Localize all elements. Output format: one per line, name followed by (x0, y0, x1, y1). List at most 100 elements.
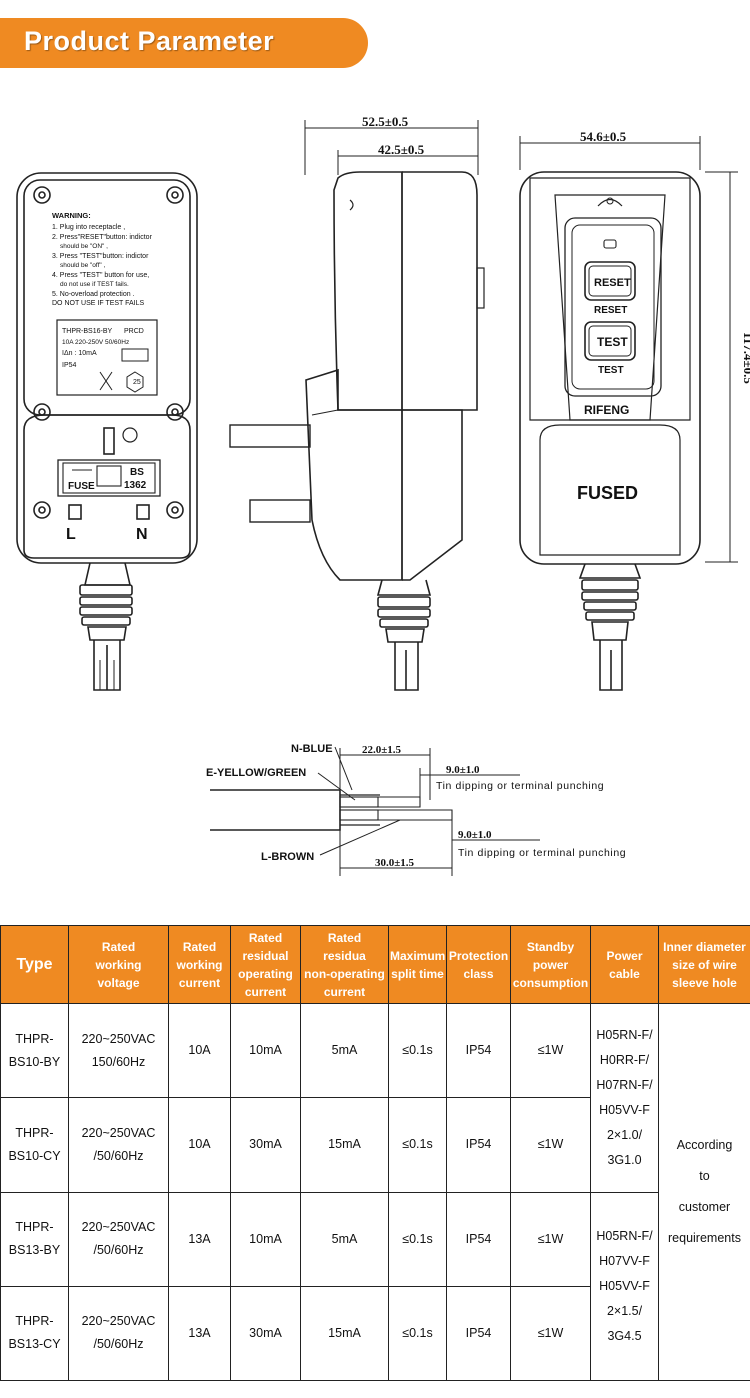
cell-split-time: ≤0.1s (388, 1097, 447, 1193)
wire-labels: N-BLUE E-YELLOW/GREEN L-BROWN 22.0±1.5 9… (206, 743, 626, 869)
back-view (519, 136, 738, 691)
residual-text: IΔn : 10mA (62, 350, 97, 357)
note-top: Tin dipping or terminal punching (436, 780, 604, 792)
dim-9-top: 9.0±1.0 (446, 764, 480, 776)
warning-line: 5. No-overload protection . (52, 291, 135, 298)
cell-residual-op: 30mA (230, 1285, 301, 1382)
warning-line: 3. Press "TEST"button: indictor (52, 253, 149, 260)
warning-line: 1. Plug into receptacle , (52, 224, 125, 231)
e-wire-label: E-YELLOW/GREEN (206, 767, 306, 779)
fuse-label: FUSE (68, 481, 95, 492)
warning-line: should be "off" , (60, 262, 106, 269)
test-caption: TEST (598, 365, 624, 376)
ip-rating: IP54 (62, 362, 77, 369)
cell-protection: IP54 (446, 1285, 511, 1382)
cell-standby: ≤1W (510, 1285, 591, 1382)
rating-text: 10A 220-250V 50/60Hz (62, 339, 129, 346)
fused-label: FUSED (577, 483, 638, 503)
table-row: THPR-BS13-CY 220~250VAC/50/60Hz 13A 30mA… (0, 1285, 750, 1382)
dim-30: 30.0±1.5 (375, 857, 415, 869)
front-view-labels: FUSE BS 1362 L N (66, 467, 148, 543)
cell-type: THPR-BS10-BY (0, 1002, 69, 1099)
bs-code: 1362 (124, 480, 147, 491)
front-view (16, 172, 198, 691)
cell-residual-op: 10mA (230, 1191, 301, 1287)
cell-current: 10A (168, 1097, 231, 1193)
cell-voltage: 220~250VAC/50/60Hz (68, 1191, 169, 1287)
bs-label: BS (130, 467, 144, 478)
technical-drawing: WARNING: 1. Plug into receptacle , 2. Pr… (16, 114, 750, 876)
note-bottom: Tin dipping or terminal punching (458, 847, 626, 859)
dim-height: 117.4±0.5 (741, 332, 750, 384)
cell-residual-nonop: 5mA (300, 1002, 389, 1099)
cell-split-time: ≤0.1s (388, 1191, 447, 1287)
cell-type: THPR-BS13-BY (0, 1191, 69, 1287)
cell-standby: ≤1W (510, 1097, 591, 1193)
test-button-label: TEST (597, 335, 628, 349)
dimension-labels: 52.5±0.5 42.5±0.5 54.6±0.5 117.4±0.5 (362, 114, 750, 384)
col-type: Type (0, 925, 69, 1004)
section-title: Product Parameter (24, 26, 275, 56)
cell-standby: ≤1W (510, 1002, 591, 1099)
cell-type: THPR-BS13-CY (0, 1285, 69, 1382)
brand-name: RIFENG (584, 403, 629, 417)
wire-diagram (210, 746, 540, 876)
cell-residual-op: 30mA (230, 1097, 301, 1193)
n-wire-label: N-BLUE (291, 743, 333, 755)
table-row: THPR-BS10-CY 220~250VAC/50/60Hz 10A 30mA… (0, 1097, 750, 1193)
back-view-labels: RESET RESET TEST TEST RIFENG FUSED (577, 277, 638, 503)
reset-button-label: RESET (594, 277, 631, 289)
l-wire-label: L-BROWN (261, 851, 314, 863)
dim-outer: 52.5±0.5 (362, 114, 409, 129)
warning-line: should be "ON" , (60, 243, 108, 250)
neutral-label: N (136, 526, 148, 543)
cell-voltage: 220~250VAC/50/60Hz (68, 1285, 169, 1382)
warning-line: 4. Press "TEST" button for use, (52, 272, 149, 279)
cell-protection: IP54 (446, 1191, 511, 1287)
dim-inner: 42.5±0.5 (378, 142, 425, 157)
dim-9-bottom: 9.0±1.0 (458, 829, 492, 841)
warning-label: WARNING: 1. Plug into receptacle , 2. Pr… (52, 211, 153, 386)
dim-22: 22.0±1.5 (362, 744, 402, 756)
section-banner: Product Parameter (0, 18, 368, 68)
cell-current: 10A (168, 1002, 231, 1099)
cell-voltage: 220~250VAC/50/60Hz (68, 1097, 169, 1193)
cell-residual-op: 10mA (230, 1002, 301, 1099)
cell-residual-nonop: 15mA (300, 1097, 389, 1193)
cell-type: THPR-BS10-CY (0, 1097, 69, 1193)
model-name: THPR-BS16-BY (62, 328, 113, 335)
warning-line: 2. Press"RESET"button: indictor (52, 234, 153, 241)
model-type: PRCD (124, 328, 144, 335)
cell-standby: ≤1W (510, 1191, 591, 1287)
side-view (229, 120, 485, 691)
warning-line: WARNING: (52, 211, 91, 220)
fuse-symbol-icon (121, 348, 149, 362)
table-row: THPR-BS13-BY 220~250VAC/50/60Hz 13A 10mA… (0, 1191, 750, 1381)
warning-line: DO NOT USE IF TEST FAILS (52, 300, 145, 307)
cell-current: 13A (168, 1285, 231, 1382)
bin-crossed-icon (99, 371, 113, 391)
warning-line: do not use if TEST fails. (60, 281, 129, 288)
cell-split-time: ≤0.1s (388, 1285, 447, 1382)
temp-hex-icon (126, 371, 144, 393)
reset-caption: RESET (594, 305, 627, 316)
cell-current: 13A (168, 1191, 231, 1287)
cell-residual-nonop: 15mA (300, 1285, 389, 1382)
dim-width: 54.6±0.5 (580, 129, 627, 144)
temp-badge: 25 (133, 379, 141, 386)
